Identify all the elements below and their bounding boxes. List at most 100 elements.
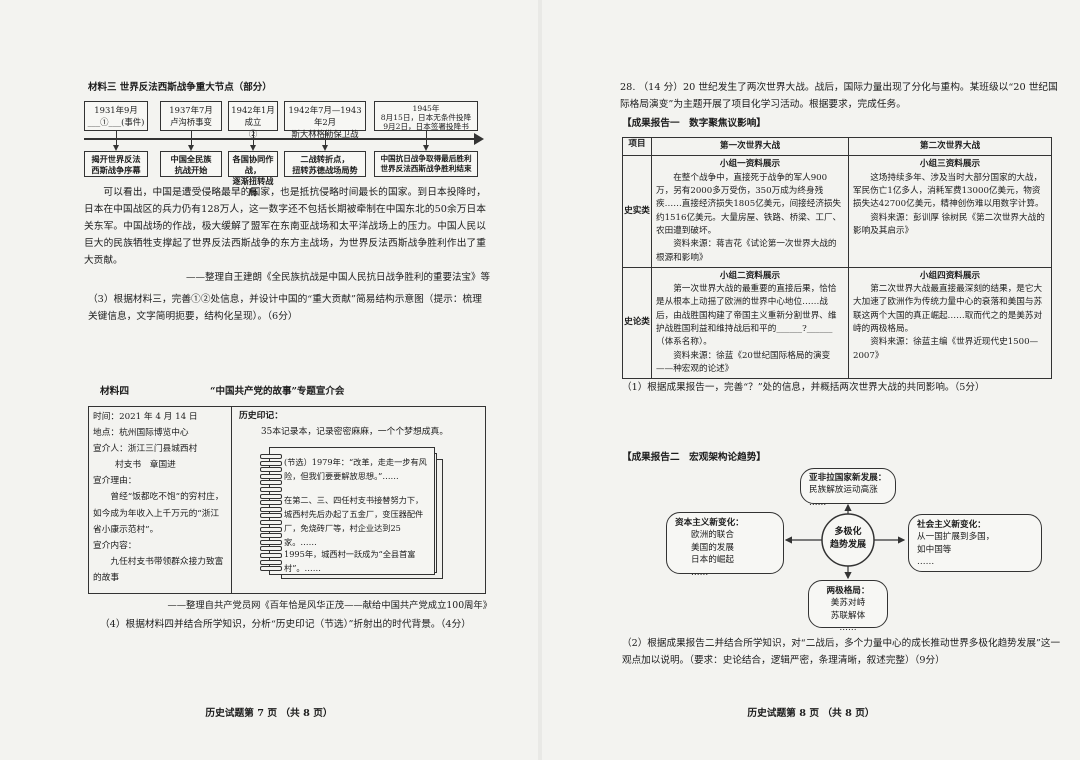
group3-source: 资料来源：彭训厚 徐树民《第二次世界大战的影响及其启示》 xyxy=(853,212,1045,236)
node-bottom-title: 两极格局： xyxy=(826,586,870,596)
report1-title: 【成果报告一 数字聚焦议影响】 xyxy=(622,118,766,129)
material4-subtitle: “中国共产党的故事”专题宣介会 xyxy=(210,386,345,397)
material4-source: ——整理自共产党员网《百年恰是风华正茂——献给中国共产党成立100周年》 xyxy=(167,600,492,611)
timeline-arrow-icon xyxy=(474,133,484,145)
notebook-coil-icon xyxy=(260,454,282,459)
material4-info-line: 宣介内容： xyxy=(93,540,137,551)
timeline-significance-3: 各国协同作战， 逐渐扭转战局 xyxy=(228,151,278,197)
timeline-significance-2: 中国全民族 抗战开始 xyxy=(160,151,222,177)
material4-info-line: 宣介人：浙江三门县城西村 xyxy=(93,444,198,455)
row-label-facts: 史实类 xyxy=(622,155,652,268)
group3-title: 小组三资料展示 xyxy=(919,159,981,170)
exam-page-8: 28. （14 分）20 世纪发生了两次世界大战。战后，国际力量出现了分化与重构… xyxy=(542,0,1080,760)
question-28-intro: 28. （14 分）20 世纪发生了两次世界大战。战后，国际力量出现了分化与重构… xyxy=(620,82,1058,110)
material4-info-line: 时间：2021 年 4 月 14 日 xyxy=(93,412,198,422)
question-3: （3）根据材料三，完善①②处信息，并设计中国的“重大贡献”简易结构示意图（提示：… xyxy=(88,294,482,322)
node-bipolar: 两极格局： 美苏对峙 苏联解体 …… xyxy=(808,580,888,633)
timeline-event-1: 1931年9月 ___①___(事件) xyxy=(84,101,148,131)
group4-source: 资料来源：徐蓝主编《世界近现代史1500—2007》 xyxy=(853,337,1039,361)
group3-body: 这场持续多年、涉及当时大部分国家的大战，军民伤亡1亿多人，消耗军费13000亿美… xyxy=(853,172,1044,210)
timeline-down-arrow-icon xyxy=(113,145,119,151)
material3-source: ——整理自王建朗《全民族抗战是中国人民抗日战争胜利的重要法宝》等 xyxy=(185,272,490,283)
group4-title: 小组四资料展示 xyxy=(919,270,981,281)
notebook-coil-icon xyxy=(260,487,282,492)
node-socialism: 社会主义新变化： 从一国扩展到多国， 如中国等 …… xyxy=(908,514,1042,572)
timeline-down-arrow-icon xyxy=(322,145,328,151)
notebook-coil-icon xyxy=(260,480,282,486)
table-header-ww2: 第二次世界大战 xyxy=(848,136,1052,157)
node-top-title: 亚非拉国家新发展： xyxy=(809,473,887,483)
center-circle xyxy=(821,513,875,567)
table-header-item: 项目 xyxy=(622,136,652,157)
group4-body: 第二次世界大战最直接最深刻的结果，是它大大加速了欧洲作为传统力量中心的衰落和美国… xyxy=(853,284,1043,335)
material4-frame: 时间：2021 年 4 月 14 日地点：杭州国际博览中心宣介人：浙江三门县城西… xyxy=(88,406,486,594)
node-right-title: 社会主义新变化： xyxy=(917,520,986,530)
notebook-coil-icon xyxy=(260,493,282,499)
question-28-2: （2）根据成果报告二并结合所学知识，对“二战后，多个力量中心的成长推动世界多极化… xyxy=(622,638,1061,666)
memory-excerpt-3: 1995年，城西村一跃成为“全县首富村”。…… xyxy=(284,549,416,573)
group2-title: 小组二资料展示 xyxy=(719,270,781,281)
notebook-coil-icon xyxy=(260,526,282,532)
timeline-event-2: 1937年7月 卢沟桥事变 xyxy=(160,101,222,131)
question-28-1: （1）根据成果报告一，完善“？”处的信息，并概括两次世界大战的共同影响。（5分） xyxy=(622,382,985,393)
center-label: 多极化 趋势发展 xyxy=(829,527,866,551)
material4-info: 时间：2021 年 4 月 14 日地点：杭州国际博览中心宣介人：浙江三门县城西… xyxy=(93,409,227,586)
timeline-down-arrow-icon xyxy=(250,145,256,151)
notebook-coil-icon xyxy=(260,460,282,466)
material4-info-line: 宣介理由： xyxy=(93,476,137,487)
timeline-event-4: 1942年7月—1943年2月 斯大林格勒保卫战 xyxy=(284,101,366,139)
notebook-coil-icon xyxy=(260,546,282,552)
timeline-down-arrow-icon xyxy=(188,145,194,151)
group1-source: 资料来源：蒋吉花《试论第一次世界大战的根源和影响》 xyxy=(656,239,837,263)
material4-info-line: 曾经“饭都吃不饱”的穷村庄，如今成为年收入上千万元的“浙江省小康示范村”。 xyxy=(93,492,224,535)
material4-info-line: 地点：杭州国际博览中心 xyxy=(93,428,189,439)
notebook-coil-icon xyxy=(260,500,282,506)
material4-divider xyxy=(231,407,232,593)
question-4: （4）根据材料四并结合所学知识，分析“历史印记（节选）”折射出的时代背景。（4分… xyxy=(100,619,471,630)
notebook-coil-icon xyxy=(260,553,282,558)
group1-body: 在整个战争中，直接死于战争的军人900万，另有2000多万受伤，350万成为终身… xyxy=(656,172,842,236)
node-capitalism: 资本主义新变化： 欧洲的联合 美国的发展 日本的崛起 …… xyxy=(666,512,784,578)
timeline-significance-5: 中国抗日战争取得最后胜利 世界反法西斯战争胜利结束 xyxy=(374,151,478,177)
timeline-significance-4: 二战转折点， 扭转苏德战场局势 xyxy=(284,151,366,177)
group1-title: 小组一资料展示 xyxy=(719,159,781,170)
timeline-event-3: 1942年1月 成立___②___ xyxy=(228,101,278,139)
notebook-coil-icon xyxy=(260,566,282,572)
notebook-coil-icon xyxy=(260,533,282,539)
node-right-body: 从一国扩展到多国， 如中国等 …… xyxy=(917,532,995,568)
node-left-title: 资本主义新变化： xyxy=(675,518,744,528)
notebook-front: (节选）1979年：“改革，走走一步有风险，但我们要要解放思想。”…… 在第二、… xyxy=(260,447,435,575)
notebook-coil-icon xyxy=(260,539,282,545)
material4-label: 材料四 xyxy=(100,386,130,397)
mind-map-connectors xyxy=(784,503,906,580)
report1-table: 项目 第一次世界大战 第二次世界大战 史实类 小组一资料展示 在整个战争中，直接… xyxy=(622,136,1052,380)
notebook-coil-icon xyxy=(260,513,282,519)
node-top-body: 民族解放运动高涨 …… xyxy=(809,485,878,508)
exam-page-7: 材料三 世界反法西斯战争重大节点（部分） 1931年9月 ___①___(事件)… xyxy=(0,0,538,760)
timeline-down-arrow-icon xyxy=(423,145,429,151)
group2-source: 资料来源：徐蓝《20世纪国际格局的演变——种宏观的论述》 xyxy=(656,350,831,374)
notebook-coil-icon xyxy=(260,473,282,479)
node-left-body: 欧洲的联合 美国的发展 日本的崛起 …… xyxy=(691,530,734,578)
report2-title: 【成果报告二 宏观架构论趋势】 xyxy=(622,452,766,463)
group2-body: 第一次世界大战的最重要的直接后果，恰恰是从根本上动摇了欧洲的世界中心地位……战后… xyxy=(656,284,837,348)
memory-excerpt-1: (节选）1979年：“改革，走走一步有风险，但我们要要解放思想。”…… xyxy=(284,457,427,481)
timeline-significance-1: 揭开世界反法 西斯战争序幕 xyxy=(84,151,148,177)
timeline-event-5: 1945年 8月15日，日本无条件投降 9月2日，日本签署投降书 xyxy=(374,101,478,131)
notebook-coil-icon xyxy=(260,506,282,512)
table-header-ww1: 第一次世界大战 xyxy=(651,136,849,157)
memory-intro: 35本记录本，记录密密麻麻，一个个梦想成真。 xyxy=(261,427,449,437)
row-label-theory: 史论类 xyxy=(622,266,652,380)
node-bottom-body: 美苏对峙 苏联解体 …… xyxy=(830,598,866,634)
memory-heading: 历史印记： xyxy=(239,411,283,421)
page-footer-8: 历史试题第 8 页 （共 8 页） xyxy=(747,708,875,719)
material3-paragraph: 可以看出，中国是遭受侵略最早的国家，也是抵抗侵略时间最长的国家。到日本投降时，日… xyxy=(84,187,486,266)
notebook-coil-icon xyxy=(260,520,282,525)
page-footer-7: 历史试题第 7 页 （共 8 页） xyxy=(205,708,333,719)
node-asia-africa-latin: 亚非拉国家新发展： 民族解放运动高涨 …… xyxy=(800,468,896,508)
memory-excerpt-2: 在第二、三、四任村支书接替努力下，城西村先后办起了五金厂，变压器配件厂，免烧砖厂… xyxy=(284,495,424,547)
material4-info-line: 九任村支书带领群众接力致富的故事 xyxy=(93,556,224,583)
material4-info-line: 村支书 章国进 xyxy=(115,460,176,471)
notebook-coil-icon xyxy=(260,467,282,473)
notebook-coil-icon xyxy=(260,559,282,565)
